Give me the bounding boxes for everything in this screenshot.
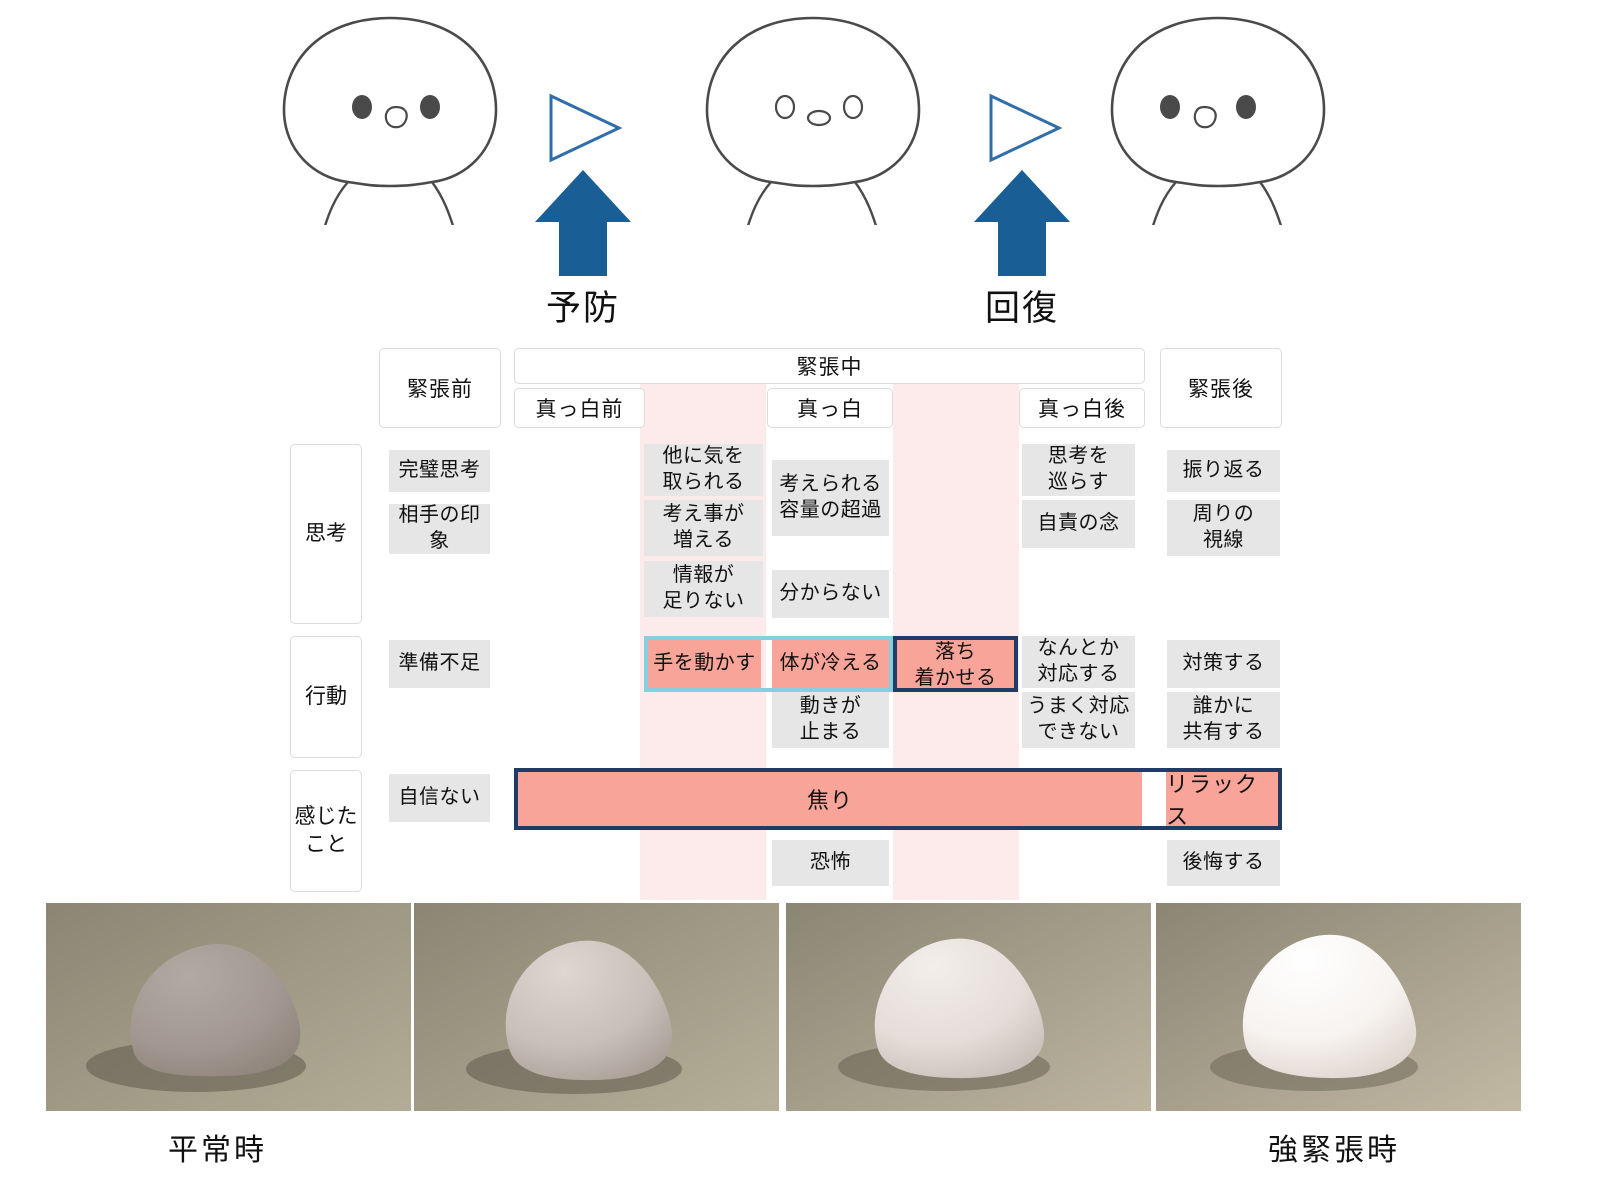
cell-thought-after-2: 周りの 視線 [1167,500,1280,556]
cell-action-postblank-1: なんとか 対応する [1022,636,1135,688]
stone-render-2 [414,903,779,1111]
flow-label-recovery: 回復 [984,289,1059,328]
stone-image-1 [46,903,411,1111]
feeling-bar-tail: リラックス [1166,772,1278,829]
cell-thought-postblank-1: 思考を 巡らす [1022,444,1135,496]
header-during-tension: 緊張中 [514,348,1145,384]
stone-image-2 [414,903,779,1111]
character-face-icon [282,16,498,225]
cell-thought-preblank-2: 考え事が 増える [644,500,763,556]
row-label-actions-text: 行動 [305,684,347,708]
row-label-thoughts: 思考 [290,444,362,624]
header-sub-post-blank: 真っ白後 [1019,388,1145,428]
play-triangle-icon-2 [989,93,1063,163]
cell-action-before-1: 準備不足 [389,640,490,688]
cell-feeling-blank-1: 恐怖 [772,840,889,886]
cell-thought-preblank-3: 情報が 足りない [644,561,763,617]
cell-thought-before-2: 相手の印象 [389,504,490,554]
cell-action-after-2: 誰かに 共有する [1167,692,1280,748]
feeling-bar-main: 焦り [518,772,1142,826]
stone-label-high-tension: 強緊張時 [1268,1134,1400,1167]
stone-render-4 [1156,903,1521,1111]
cell-feeling-before-1: 自信ない [389,774,490,822]
play-triangle-icon-1 [549,93,623,163]
cell-thought-preblank-1: 他に気を 取られる [644,444,763,496]
cell-action-blank-1: 体が冷える [772,640,889,688]
cell-feeling-after-1: 後悔する [1167,840,1280,886]
cell-action-blank-2: 動きが 止まる [772,692,889,748]
flow-label-prevention: 予防 [545,289,620,328]
cell-thought-after-1: 振り返る [1167,450,1280,492]
tension-matrix: 緊張前 緊張中 真っ白前 真っ白 真っ白後 緊張後 思考 行動 感じた こと 完… [0,340,1600,900]
stone-image-3 [786,903,1151,1111]
header-sub-pre-blank: 真っ白前 [514,388,645,428]
face-neutral-3 [1098,10,1338,225]
cell-thought-blank-2: 分からない [772,570,889,618]
row-label-feelings: 感じた こと [290,770,362,892]
stone-label-normal: 平常時 [168,1134,267,1167]
stone-render-3 [786,903,1151,1111]
character-face-icon [1110,16,1326,225]
row-label-feelings-text: 感じた こと [294,804,358,856]
cell-action-preblank-1: 手を動かす [648,640,761,688]
up-arrow-icon-2 [974,170,1070,276]
cell-thought-blank-1: 考えられる 容量の超過 [772,460,889,536]
header-sub-blank: 真っ白 [767,388,893,428]
stone-render-1 [46,903,411,1111]
row-label-thoughts-text: 思考 [305,521,347,545]
header-before-tension: 緊張前 [379,348,501,428]
face-neutral-2 [693,10,933,225]
cell-thought-postblank-2: 自責の念 [1022,500,1135,548]
up-arrow-icon-1 [535,170,631,276]
cell-action-postblank-2: うまく対応 できない [1022,692,1135,748]
cell-action-after-1: 対策する [1167,640,1280,688]
stone-image-4 [1156,903,1521,1111]
cell-thought-before-1: 完璧思考 [389,450,490,492]
character-face-icon [705,16,921,225]
header-after-tension: 緊張後 [1160,348,1282,428]
feeling-bar-container: 焦り リラックス [514,768,1282,830]
flow-illustration-strip: 予防 回復 [0,0,1600,340]
cell-action-postblank-pink-1: 落ち 着かせる [897,640,1014,692]
stone-gallery: 平常時 強緊張時 [0,903,1600,1203]
face-neutral-1 [270,10,510,225]
row-label-actions: 行動 [290,636,362,758]
